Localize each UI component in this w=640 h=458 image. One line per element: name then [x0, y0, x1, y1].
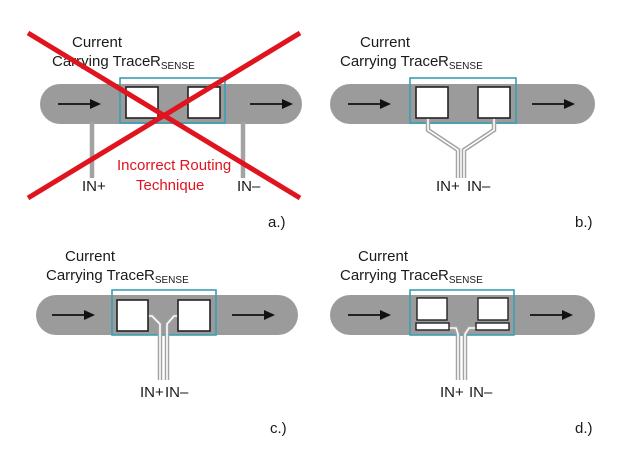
panel-a-arrowhead-right — [282, 99, 293, 109]
panel-b-arrowhead-right — [564, 99, 575, 109]
panel-b-label: b.) — [575, 214, 593, 231]
panel-a-label: a.) — [268, 214, 286, 231]
panel-d-trace-label-1: Current — [358, 248, 409, 265]
panel-b-pad-left — [415, 86, 449, 119]
panel-c-route-in-plus-core — [146, 315, 161, 380]
panel-c-pad-right — [177, 299, 211, 332]
panel-a-in-minus: IN– — [237, 178, 261, 195]
panel-c-trace-label-2: Carrying Trace — [46, 267, 144, 284]
panel-a-in-plus: IN+ — [82, 178, 106, 195]
panel-b: Current Carrying Trace RSENSE IN+ IN– b.… — [330, 34, 595, 231]
panel-c-pad-left — [116, 299, 149, 332]
panel-d-trace-label-2: Carrying Trace — [340, 267, 438, 284]
panel-c-trace-label-1: Current — [65, 248, 116, 265]
panel-b-pad-right — [477, 86, 511, 119]
panel-b-route-in-minus-core — [463, 116, 495, 178]
panel-b-in-minus: IN– — [467, 178, 491, 195]
panel-b-rsense-box — [409, 77, 517, 124]
panel-a-cross-line-2 — [26, 30, 302, 201]
panel-a-pad-right — [187, 86, 221, 119]
panel-c-arrowhead-right — [264, 310, 275, 320]
panel-d-label: d.) — [575, 420, 593, 437]
panel-d-arrowhead-left — [380, 310, 391, 320]
panel-a-trace-label-1: Current — [72, 34, 123, 51]
panel-a: Current Carrying Trace RSENSE IN+ IN– In… — [26, 30, 302, 231]
panel-c-rsense-box — [111, 289, 217, 336]
panel-a-incorrect-label-2: Technique — [136, 177, 204, 194]
panel-a-current-trace — [40, 84, 302, 124]
panel-d-rsense-label: RSENSE — [438, 267, 483, 286]
panel-b-trace-label-2: Carrying Trace — [340, 53, 438, 70]
panel-a-arrowhead-left — [90, 99, 101, 109]
panel-d-pad-right-sense — [475, 322, 510, 331]
panel-b-arrowhead-left — [380, 99, 391, 109]
panel-c-current-trace — [36, 295, 298, 335]
panel-a-rsense-label: RSENSE — [150, 53, 195, 72]
panel-d-in-minus: IN– — [469, 384, 493, 401]
panel-b-current-trace — [330, 84, 595, 124]
panel-d: Current Carrying Trace RSENSE IN+ IN– d.… — [330, 248, 595, 437]
panel-b-trace-label-1: Current — [360, 34, 411, 51]
panel-d-arrowhead-right — [562, 310, 573, 320]
panel-c: Current Carrying Trace RSENSE IN+ IN– c.… — [36, 248, 298, 437]
panel-c-in-minus: IN– — [165, 384, 189, 401]
panel-d-current-trace — [330, 295, 595, 335]
panel-b-rsense-label: RSENSE — [438, 53, 483, 72]
panel-c-arrowhead-left — [84, 310, 95, 320]
panel-a-incorrect-label-1: Incorrect Routing — [117, 157, 231, 174]
panel-d-in-plus: IN+ — [440, 384, 464, 401]
panel-b-route-in-plus-core — [427, 116, 459, 178]
panel-d-rsense-box — [409, 289, 515, 336]
panel-c-in-plus: IN+ — [140, 384, 164, 401]
panel-d-pad-left-sense — [415, 322, 450, 331]
panel-b-in-plus: IN+ — [436, 178, 460, 195]
panel-c-rsense-label: RSENSE — [144, 267, 189, 286]
panel-c-label: c.) — [270, 420, 287, 437]
panel-d-pad-left-main — [416, 297, 448, 321]
panel-a-trace-label-2: Carrying Trace — [52, 53, 150, 70]
panel-d-pad-right-main — [477, 297, 509, 321]
